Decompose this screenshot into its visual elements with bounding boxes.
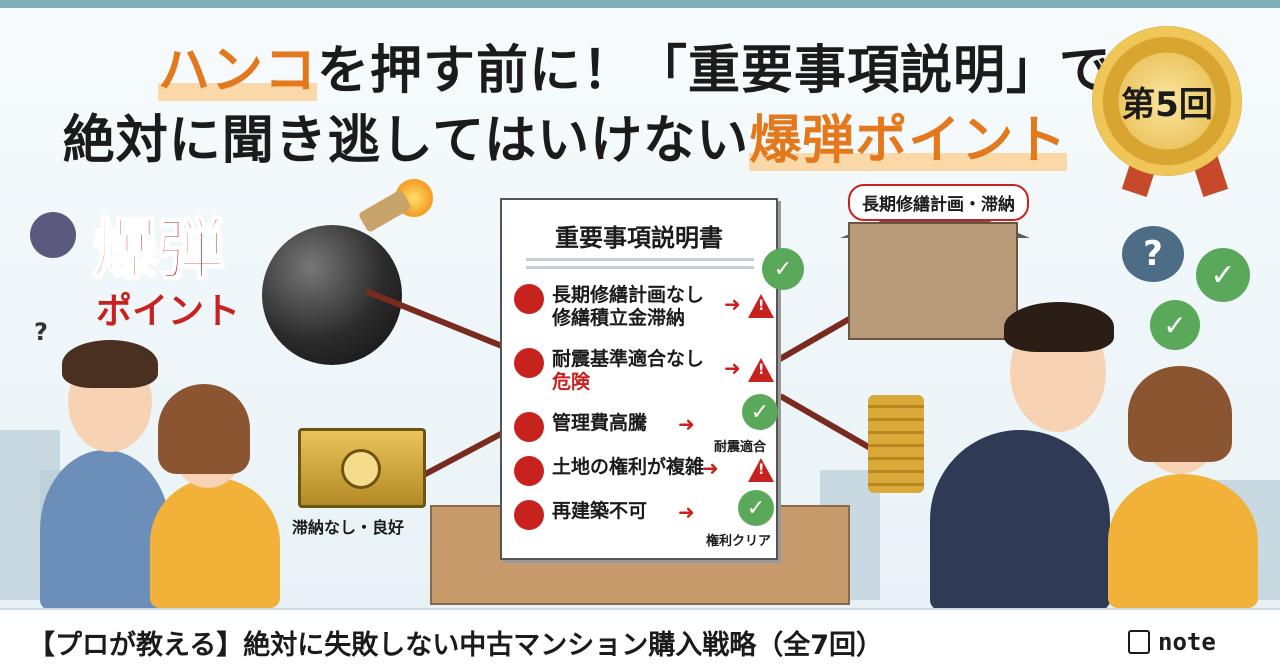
check-icon: ✓ [762,248,804,290]
virus-icon [514,500,544,530]
man-customer [40,450,170,610]
top-accent-bar [0,0,1280,8]
warning-icon: ! [748,458,774,482]
divider [526,258,754,261]
coin-stack-icon [868,395,924,493]
virus-icon [514,348,544,378]
item-note: 耐震適合 [714,440,767,455]
check-icon: ✓ [1150,300,1200,350]
safe-dial-icon [341,449,381,489]
bomb-label-main: 爆弾 [91,210,225,289]
footer-bar: 【プロが教える】絶対に失敗しない中古マンション購入戦略（全7回） note [0,608,1280,670]
check-icon: ✓ [742,394,778,430]
check-icon: ✓ [1196,248,1250,302]
woman-client [1108,474,1258,608]
woman-customer [150,478,280,608]
virus-icon [514,284,544,314]
warning-icon: ! [748,294,774,318]
title-line-2: 絶対に聞き逃してはいけない爆弾ポイント [62,111,1068,171]
devil-icon [30,212,76,258]
document-item: 土地の権利が複雑 [514,456,704,486]
document-item: 管理費高騰 [514,412,647,442]
agent-man [930,430,1110,610]
note-logo-text: note [1158,628,1216,656]
title-line-1: ハンコを押す前に！「重要事項説明」で [157,41,1113,101]
question-bubble-icon: ? [1122,226,1184,282]
arrow-icon: ➜ [724,292,741,316]
series-title: 【プロが教える】絶対に失敗しない中古マンション購入戦略（全7回） [28,630,883,661]
arrow-icon: ➜ [724,356,741,380]
virus-icon [514,412,544,442]
arrow-icon: ➜ [678,412,695,436]
safe-label: 滞納なし・良好 [292,518,405,537]
question-icon: ? [34,318,48,346]
man-customer-hair [62,340,158,388]
agent-man-hair [1004,302,1114,352]
document-item: 耐震基準適合なし危険 [514,348,704,394]
document-item: 再建築不可 [514,500,647,530]
arrow-icon: ➜ [678,500,695,524]
warning-icon: ! [748,358,774,382]
disclosure-document: 重要事項説明書 長期修繕計画なし修繕積立金滞納 耐震基準適合なし危険 管理費高騰… [500,198,778,560]
bomb-label-sub: ポイント [96,291,241,332]
item-note: 権利クリア [706,534,772,549]
safe-illustration [298,428,426,508]
medal-label: 第5回 [1119,53,1215,149]
house-illustration [848,222,1018,340]
episode-medal: 第5回 [1092,26,1242,176]
woman-customer-hair [158,384,250,474]
virus-icon [514,456,544,486]
document-item: 長期修繕計画なし修繕積立金滞納 [514,284,704,330]
arrow-icon: ➜ [702,456,719,480]
divider [526,266,754,269]
check-icon: ✓ [738,490,774,526]
woman-client-hair [1128,366,1232,462]
house-callout: 長期修繕計画・滞納 [848,184,1029,221]
note-logo-icon [1128,630,1150,654]
document-title: 重要事項説明書 [555,224,723,252]
